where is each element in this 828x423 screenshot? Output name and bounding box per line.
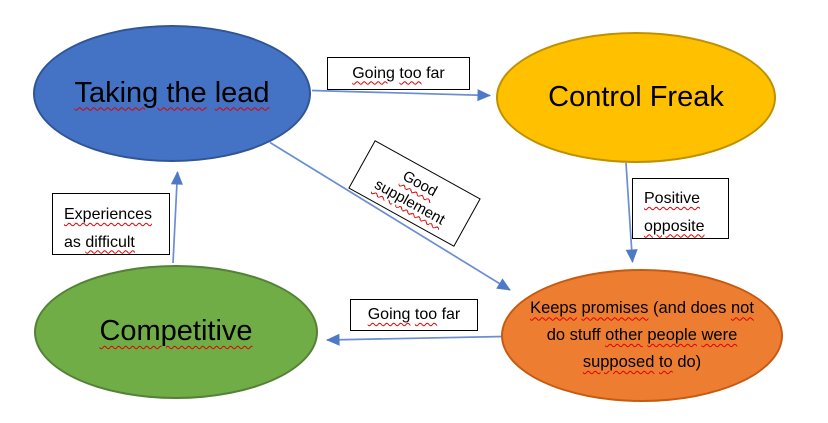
node-keeps-promises-line-2: do stuff other people were (546, 326, 738, 345)
edge-label-going-too-far-top-text: Going too far (352, 64, 445, 82)
arrow-keeps-promises-to-competitive[interactable] (326, 333, 504, 346)
edge-label-positive-opposite-line-2: opposite (644, 217, 705, 235)
arrow-control-freak-to-keeps-promises[interactable] (625, 162, 638, 263)
arrow-competitive-to-taking-the-lead[interactable] (170, 171, 183, 264)
node-keeps-promises-line-3: supposed to do) (582, 352, 702, 371)
node-keeps-promises[interactable]: Keeps promises (and does not do stuff ot… (501, 269, 783, 402)
node-taking-the-lead-label: Taking the lead (74, 76, 270, 109)
arrow-taking-the-lead-to-keeps-promises[interactable] (269, 141, 511, 291)
edge-label-experiences-line-1: Experiences (64, 206, 153, 223)
edge-label-positive-opposite-line-1: Positive (644, 190, 701, 207)
edge-label-experiences-as-difficult[interactable]: Experiences as difficult (52, 193, 170, 255)
node-keeps-promises-line-1: Keeps promises (and does not (530, 299, 754, 318)
node-control-freak-label: Control Freak (548, 80, 724, 113)
node-competitive-label: Competitive (99, 315, 253, 348)
edge-label-going-too-far-bottom[interactable]: Going too far (350, 299, 478, 331)
edge-label-experiences-line-2: as difficult (64, 233, 135, 251)
arrow-taking-the-lead-to-control-freak[interactable] (311, 89, 491, 102)
node-control-freak[interactable]: Control Freak (496, 32, 776, 163)
edge-label-going-too-far-bottom-text: Going too far (367, 306, 461, 323)
node-keeps-promises-label: Keeps promises (and does not do stuff ot… (506, 295, 778, 375)
edge-label-going-too-far-top[interactable]: Going too far (327, 57, 470, 90)
edge-label-positive-opposite[interactable]: Positive opposite (632, 178, 729, 239)
node-competitive[interactable]: Competitive (34, 265, 318, 399)
node-taking-the-lead[interactable]: Taking the lead (33, 25, 311, 162)
